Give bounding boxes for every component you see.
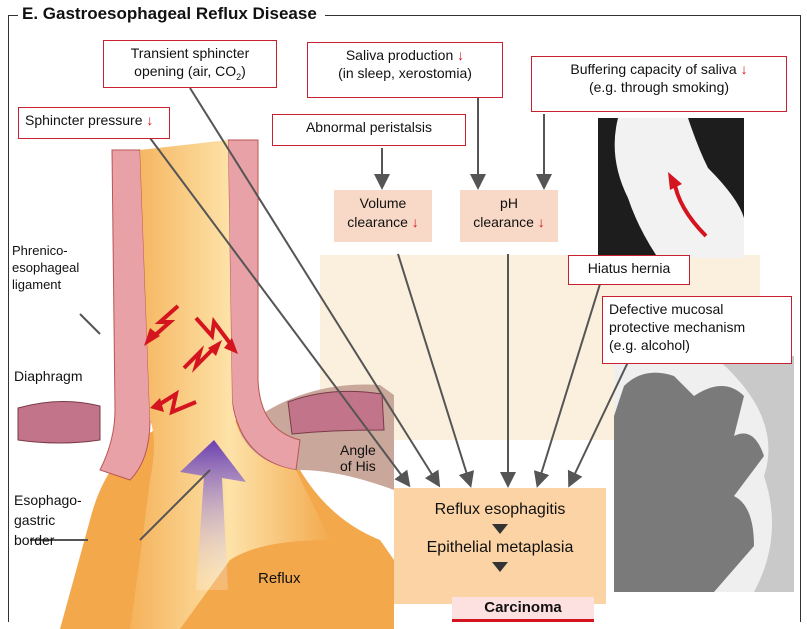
decrease-arrow-icon: ↓ <box>457 47 464 63</box>
decrease-arrow-icon: ↓ <box>741 61 748 77</box>
buffering-capacity-box: Buffering capacity of saliva ↓ (e.g. thr… <box>531 56 787 112</box>
defective-line1: Defective mucosal <box>609 300 785 318</box>
sphincter-pressure-box: Sphincter pressure ↓ <box>18 107 170 139</box>
defective-mucosal-box: Defective mucosal protective mechanism (… <box>602 296 792 364</box>
ph-line1: pH <box>464 194 554 213</box>
connector-line <box>538 284 600 484</box>
sphincter-pressure-label: Sphincter pressure <box>25 112 143 128</box>
peristalsis-label: Abnormal peristalsis <box>306 119 432 135</box>
transient-sphincter-box: Transient sphincter opening (air, CO2) <box>103 40 277 88</box>
volume-line2: clearance ↓ <box>338 213 428 232</box>
connector-line <box>398 254 470 484</box>
transient-line1: Transient sphincter <box>110 44 270 62</box>
volume-line1: Volume <box>338 194 428 213</box>
triangle-down-icon <box>492 562 508 572</box>
reflux-esophagitis-label: Reflux esophagitis <box>394 500 606 520</box>
defective-line2: protective mechanism <box>609 318 785 336</box>
triangle-down-icon <box>492 524 508 534</box>
connector-line <box>140 470 210 540</box>
outcome-box: Reflux esophagitis Epithelial metaplasia <box>394 488 606 604</box>
connector-line <box>190 88 438 484</box>
decrease-arrow-icon: ↓ <box>412 214 419 230</box>
epithelial-metaplasia-label: Epithelial metaplasia <box>394 538 606 558</box>
reflux-label: Reflux <box>258 570 301 587</box>
buffer-line1: Buffering capacity of saliva ↓ <box>538 60 780 78</box>
hiatus-label: Hiatus hernia <box>588 260 671 276</box>
connector-line <box>570 362 628 484</box>
saliva-line1: Saliva production ↓ <box>314 46 496 64</box>
decrease-arrow-icon: ↓ <box>538 214 545 230</box>
volume-clearance-box: Volume clearance ↓ <box>334 190 432 242</box>
hiatus-hernia-box: Hiatus hernia <box>568 255 690 285</box>
buffer-line2: (e.g. through smoking) <box>538 78 780 96</box>
saliva-production-box: Saliva production ↓ (in sleep, xerostomi… <box>307 42 503 98</box>
defective-line3: (e.g. alcohol) <box>609 336 785 354</box>
saliva-line2: (in sleep, xerostomia) <box>314 64 496 82</box>
ph-line2: clearance ↓ <box>464 213 554 232</box>
diaphragm-label: Diaphragm <box>14 368 82 385</box>
ph-clearance-box: pH clearance ↓ <box>460 190 558 242</box>
abnormal-peristalsis-box: Abnormal peristalsis <box>272 114 466 146</box>
decrease-arrow-icon: ↓ <box>146 112 153 128</box>
carcinoma-label: Carcinoma <box>452 597 594 622</box>
transient-line2: opening (air, CO2) <box>110 62 270 86</box>
connector-line <box>80 314 100 334</box>
